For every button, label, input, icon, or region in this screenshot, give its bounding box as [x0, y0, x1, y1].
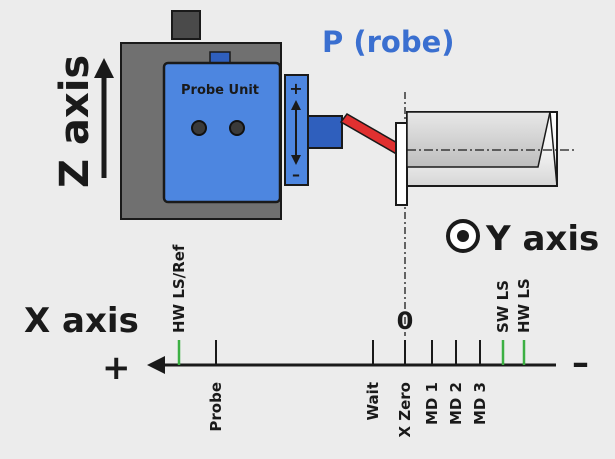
- probe-unit-label: Probe Unit: [181, 83, 259, 98]
- z-axis-label: Z axis: [52, 55, 98, 188]
- workpiece-cone: [406, 111, 551, 168]
- x-tick-label-md-1: MD 1: [423, 382, 441, 425]
- x-axis-plus: +: [102, 348, 131, 388]
- probe-stroke-arrow-top: [291, 100, 301, 110]
- diagram-title: P (robe): [322, 25, 455, 59]
- x-tick-label-md-3: MD 3: [471, 382, 489, 425]
- workpiece: [395, 92, 575, 336]
- probe-unit-body: [162, 61, 282, 204]
- x-tick-label-sw-ls: SW LS: [494, 280, 512, 333]
- housing-knob: [171, 10, 201, 40]
- probe-stroke-minus: –: [292, 165, 300, 184]
- y-axis-label: Y axis: [485, 219, 599, 259]
- x-axis-arrow-head: [147, 356, 165, 374]
- workpiece-cone-edge: [549, 111, 558, 187]
- x-axis-zero-label: 0: [397, 307, 414, 335]
- x-tick-label-md-2: MD 2: [447, 382, 465, 425]
- x-tick-label-wait: Wait: [364, 382, 382, 420]
- probe-stroke-arrow-bottom: [291, 155, 301, 165]
- probe-unit-screw-right: [229, 120, 245, 136]
- probe-unit: Probe Unit + –: [162, 61, 343, 204]
- x-axis-label: X axis: [24, 301, 139, 341]
- x-axis-minus: –: [572, 343, 589, 383]
- x-tick-label-probe: Probe: [207, 382, 225, 432]
- probe-unit-screw-left: [191, 120, 207, 136]
- z-axis: Z axis: [52, 55, 114, 188]
- probe-stroke-plus: +: [289, 79, 302, 98]
- probe-connector: [307, 115, 343, 149]
- x-tick-label-hw-ls-ref: HW LS/Ref: [170, 244, 188, 333]
- z-axis-arrow-head: [94, 58, 114, 78]
- x-tick-label-x-zero: X Zero: [396, 382, 414, 438]
- x-tick-label-hw-ls: HW LS: [515, 278, 533, 333]
- workpiece-plate: [395, 122, 408, 206]
- y-axis-symbol-dot: [457, 230, 469, 242]
- y-axis: Y axis: [446, 219, 599, 259]
